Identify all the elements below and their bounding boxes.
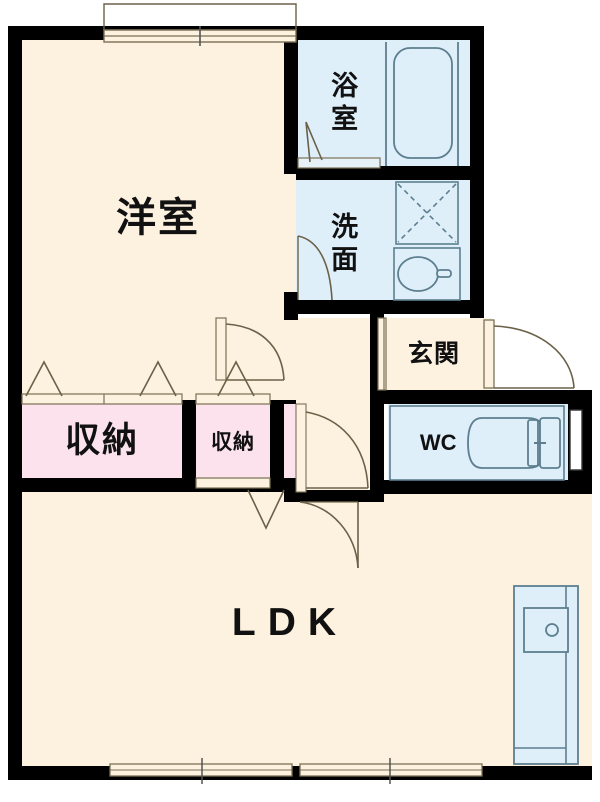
closet-small xyxy=(196,404,270,478)
label-entrance-text: 玄関 xyxy=(407,338,460,368)
hallway xyxy=(296,318,384,502)
label-bathroom: 浴室 xyxy=(312,50,370,158)
kitchen-counter-fixture xyxy=(513,585,579,765)
interior-wall-closet-small-west xyxy=(182,400,196,492)
label-toilet-text: WC xyxy=(419,430,457,456)
toilet-fixture xyxy=(389,405,565,481)
label-closet-large: 収納 xyxy=(42,418,162,464)
exterior-wall-north-bath xyxy=(296,26,484,40)
closet-small-doors xyxy=(195,360,271,405)
ldk-door-swing-lower xyxy=(299,501,359,569)
entrance-door xyxy=(483,319,575,389)
bathroom-door xyxy=(297,121,381,169)
interior-wall-bath-wash xyxy=(296,166,484,180)
closet-large-doors xyxy=(21,360,183,405)
toilet-window-east xyxy=(569,409,583,471)
washing-machine-space xyxy=(395,181,459,245)
room-ldk xyxy=(22,492,592,766)
interior-wall-room-wet-3 xyxy=(284,292,298,320)
interior-wall-wash-south xyxy=(296,300,484,314)
ldk-hall-door xyxy=(295,403,369,493)
label-toilet: WC xyxy=(404,412,457,474)
label-closet-small-text: 収納 xyxy=(211,429,255,454)
label-washroom: 洗面 xyxy=(312,192,370,298)
label-ldk-text: LDK xyxy=(231,600,349,644)
sliding-window-south xyxy=(109,758,483,784)
label-western-room-text: 洋室 xyxy=(116,195,200,241)
interior-wall-hall-south xyxy=(284,490,384,502)
interior-wall-closet-large-south xyxy=(8,478,196,492)
interior-wall-room-wet-2 xyxy=(284,166,298,174)
vanity-sink-fixture xyxy=(393,247,461,301)
western-room-door xyxy=(215,317,285,381)
room-western xyxy=(22,40,296,400)
closet-small-door-south xyxy=(195,477,285,530)
label-closet-large-text: 収納 xyxy=(64,420,139,461)
interior-wall-wc-west xyxy=(370,392,384,484)
washroom-door xyxy=(297,235,333,301)
room-entrance xyxy=(384,318,484,390)
label-bathroom-text: 浴室 xyxy=(326,71,358,137)
exterior-wall-west xyxy=(8,26,22,780)
closet-large xyxy=(22,404,182,478)
interior-wall-entrance-south xyxy=(370,390,592,404)
label-closet-small: 収納 xyxy=(200,427,266,457)
sliding-window-north xyxy=(103,3,297,46)
kitchen-sink-fixture xyxy=(523,607,569,653)
label-entrance: 玄関 xyxy=(392,332,476,376)
label-ldk: LDK xyxy=(205,600,375,646)
label-washroom-text: 洗面 xyxy=(326,212,358,278)
label-western-room: 洋室 xyxy=(108,188,208,248)
closet-sliver xyxy=(284,404,296,478)
interior-wall-room-wet xyxy=(284,26,298,166)
interior-wall-wash-east xyxy=(470,166,484,314)
interior-wall-closet-small-east xyxy=(270,400,284,492)
bathtub-fixture xyxy=(385,42,459,166)
interior-wall-wc-south xyxy=(370,480,592,494)
entrance-frame xyxy=(377,317,387,391)
